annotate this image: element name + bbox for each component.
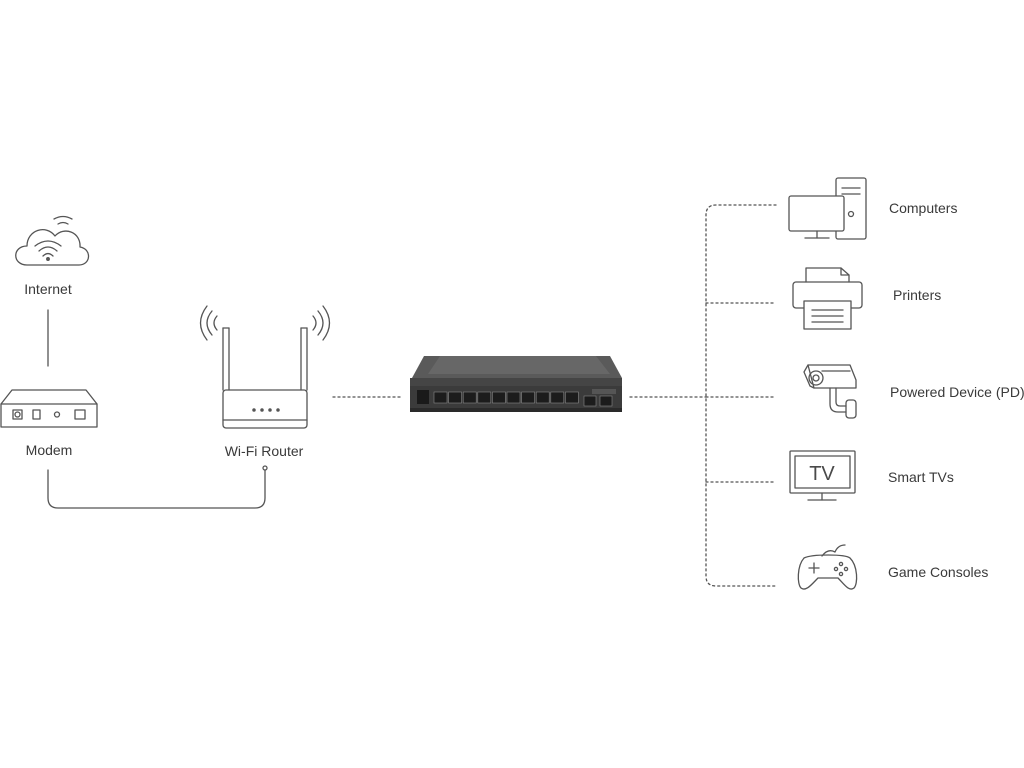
switch-port bbox=[522, 392, 535, 403]
switch-port bbox=[463, 392, 476, 403]
switch-port bbox=[536, 392, 549, 403]
gamepad-icon bbox=[798, 545, 856, 589]
switch-port bbox=[565, 392, 578, 403]
camera-icon bbox=[804, 365, 856, 418]
device-bus bbox=[706, 205, 776, 586]
router-icon bbox=[201, 306, 330, 428]
computer-icon bbox=[789, 178, 866, 239]
switch-port bbox=[478, 392, 491, 403]
router-port-dot bbox=[263, 466, 267, 470]
switch-port bbox=[507, 392, 520, 403]
switch-port bbox=[492, 392, 505, 403]
switch-uplink-port bbox=[600, 396, 612, 406]
tvs-label: Smart TVs bbox=[888, 469, 954, 485]
cloud-wifi-icon bbox=[16, 217, 89, 266]
computers-label: Computers bbox=[889, 200, 957, 216]
switch-port bbox=[434, 392, 447, 403]
router-label: Wi-Fi Router bbox=[225, 443, 304, 459]
switch-port bbox=[551, 392, 564, 403]
modem-router-link bbox=[48, 470, 265, 508]
printers-label: Printers bbox=[893, 287, 941, 303]
pd-label: Powered Device (PD) bbox=[890, 384, 1024, 400]
switch-port bbox=[449, 392, 462, 403]
consoles-label: Game Consoles bbox=[888, 564, 988, 580]
switch-icon bbox=[410, 356, 622, 412]
tv-screen-text: TV bbox=[809, 463, 835, 485]
switch-uplink-port bbox=[584, 396, 596, 406]
modem-icon bbox=[1, 390, 97, 427]
modem-label: Modem bbox=[26, 442, 73, 458]
printer-icon bbox=[793, 268, 862, 329]
internet-label: Internet bbox=[24, 281, 71, 297]
